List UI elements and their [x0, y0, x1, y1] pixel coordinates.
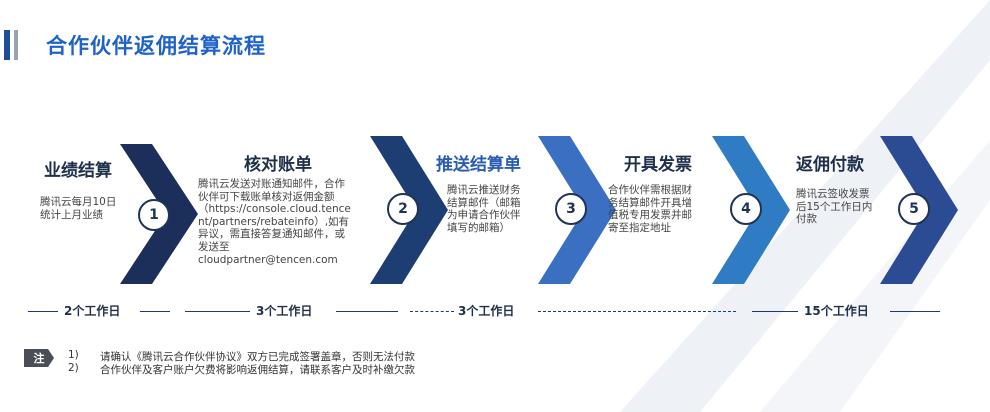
step-title-2: 核对账单 — [244, 155, 312, 175]
timeline-line-4b — [890, 311, 940, 312]
step-desc-4: 合作伙伴需根据财务结算邮件开具增值税专用发票并邮寄至指定地址 — [608, 184, 712, 234]
timeline-label-2: 3个工作日 — [256, 304, 313, 318]
step-desc-2-line: 腾讯云发送对账通知邮件，合作 — [198, 178, 345, 190]
step-title-3: 推送结算单 — [436, 155, 521, 175]
step-desc-4-line: 务结算邮件开具增 — [608, 196, 692, 209]
step-desc-2: 腾讯云发送对账通知邮件，合作伙伴可下载账单核对返佣金额（https://cons… — [198, 178, 373, 266]
step-title-5: 返佣付款 — [796, 155, 864, 175]
timeline-line-2a — [185, 311, 250, 312]
step-desc-3-line: 为申请合作伙伴 — [447, 209, 521, 222]
step-desc-3-line: 结算邮件（邮箱 — [447, 196, 521, 209]
step-desc-4-line: 寄至指定地址 — [608, 221, 671, 234]
step-desc-5-line: 后15个工作日内 — [796, 200, 873, 213]
step-desc-1: 腾讯云每月10日统计上月业绩 — [40, 196, 140, 221]
chevron-1 — [120, 144, 198, 284]
chevron-5 — [880, 136, 958, 284]
timeline-line-3b — [538, 311, 736, 312]
step-number-5: 5 — [898, 193, 930, 225]
process-chevrons — [120, 136, 958, 284]
step-desc-2-line: 伙伴可下载账单核对返佣金额 — [198, 190, 335, 203]
step-desc-1-line: 统计上月业绩 — [40, 208, 103, 221]
step-desc-3-line: 腾讯云推送财务 — [447, 184, 521, 196]
note-text-2: 合作伙伴及客户账户欠费将影响返佣结算，请联系客户及时补缴欠款 — [100, 364, 415, 376]
step-number-4: 4 — [730, 193, 762, 225]
note-num-1: 1) — [68, 349, 79, 361]
title-accent-bar-secondary — [14, 30, 18, 60]
timeline-line-1a — [28, 311, 58, 312]
step-number-3: 3 — [555, 193, 587, 225]
timeline-line-1b — [140, 311, 170, 312]
step-desc-3-line: 填写的邮箱） — [447, 221, 510, 234]
step-desc-3: 腾讯云推送财务结算邮件（邮箱为申请合作伙伴填写的邮箱） — [447, 184, 537, 234]
step-title-4: 开具发票 — [624, 155, 692, 175]
chevron-2 — [370, 136, 448, 284]
title-accent-bar — [4, 30, 10, 60]
step-desc-1-line: 腾讯云每月10日 — [40, 196, 117, 208]
step-desc-5-line: 腾讯云签收发票 — [796, 188, 870, 200]
step-desc-2-line: cloudpartner@tencen.com — [198, 253, 338, 266]
note-text-1: 请确认《腾讯云合作伙伴协议》双方已完成签署盖章，否则无法付款 — [100, 351, 415, 363]
chevron-4 — [712, 136, 790, 284]
step-number-2: 2 — [387, 193, 419, 225]
timeline-label-3: 3个工作日 — [458, 304, 515, 318]
step-desc-5: 腾讯云签收发票后15个工作日内付款 — [796, 188, 886, 226]
step-desc-2-line: （https://console.cloud.tence — [198, 203, 351, 216]
timeline-line-2b — [336, 311, 398, 312]
timeline-line-3a — [410, 311, 454, 312]
timeline-label-4: 15个工作日 — [804, 304, 869, 318]
step-desc-2-line: nt/partners/rebateinfo）,如有 — [198, 215, 350, 228]
step-desc-4-line: 值税专用发票并邮 — [608, 209, 692, 222]
timeline-line-4a — [752, 311, 798, 312]
step-desc-5-line: 付款 — [796, 213, 817, 226]
note-badge: 注 — [24, 349, 54, 367]
note-num-2: 2) — [68, 362, 79, 374]
timeline-label-1: 2个工作日 — [64, 304, 121, 318]
step-desc-2-line: 异议，需直接答复通知邮件，或 — [198, 228, 345, 241]
page-title: 合作伙伴返佣结算流程 — [46, 34, 266, 58]
step-number-1: 1 — [138, 199, 170, 231]
step-title-1: 业绩结算 — [44, 161, 112, 181]
chevron-3 — [538, 136, 616, 284]
step-desc-2-line: 发送至 — [198, 240, 230, 253]
step-desc-4-line: 合作伙伴需根据财 — [608, 184, 692, 196]
